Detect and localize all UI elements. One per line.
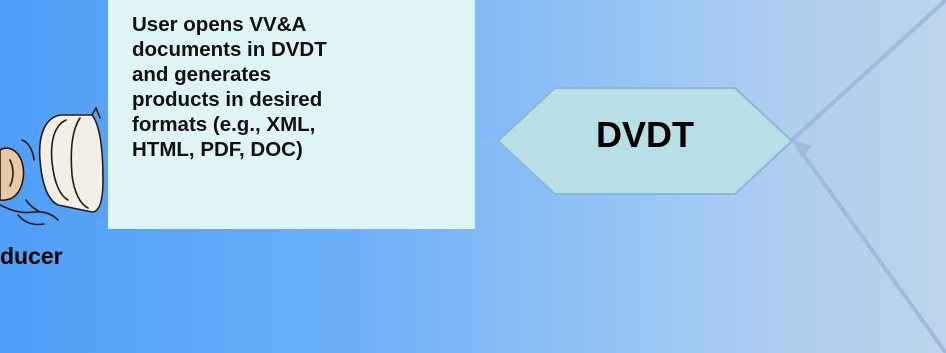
connector-lower-right-line [798, 148, 946, 353]
dvdt-hexagon-label: DVDT [596, 114, 694, 155]
info-callout-box: User opens VV&A documents in DVDT and ge… [108, 0, 475, 229]
producer-label: ducer [0, 243, 63, 269]
connector-upper-right-line [790, 0, 946, 142]
producer-figure-icon [0, 106, 104, 226]
info-callout-text: User opens VV&A documents in DVDT and ge… [132, 13, 327, 161]
dvdt-hexagon [496, 87, 794, 195]
connector-arrowhead [792, 140, 812, 158]
